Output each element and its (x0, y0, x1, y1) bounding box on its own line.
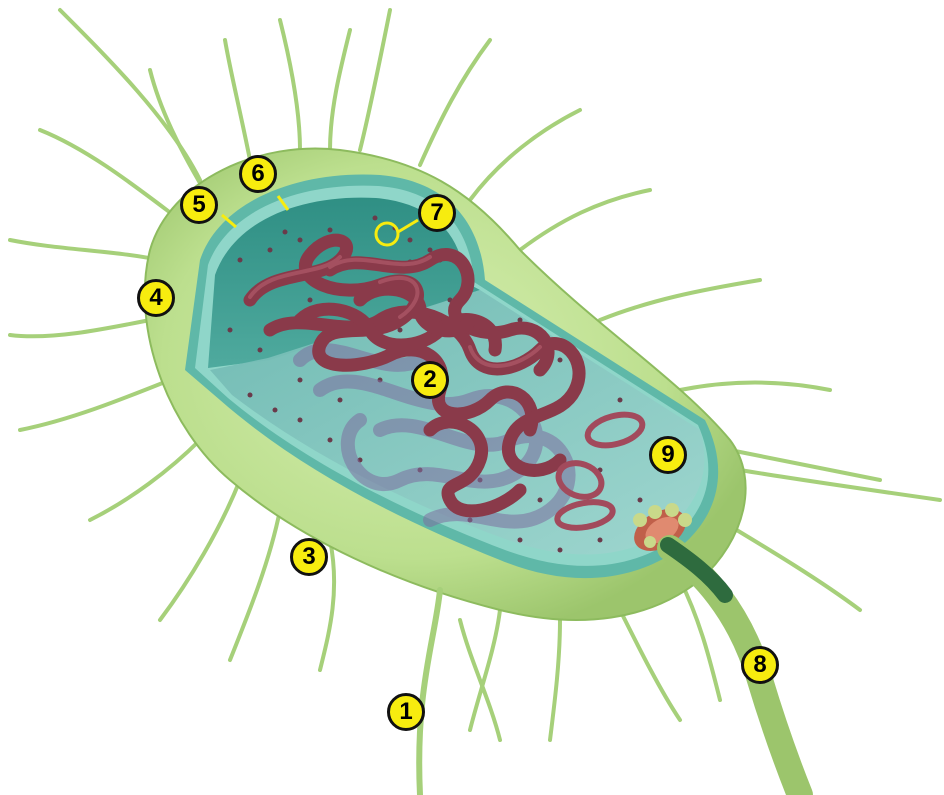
ribosome-dot (273, 408, 278, 413)
pilus (600, 280, 760, 320)
ribosome-dot (328, 228, 333, 233)
label-2: 2 (411, 361, 449, 399)
pilus (10, 320, 150, 336)
ribosome-dot (298, 378, 303, 383)
ribosome-dot (328, 438, 333, 443)
label-4: 4 (137, 279, 175, 317)
pilus (225, 40, 250, 160)
pilus (740, 470, 940, 500)
label-5: 5 (180, 186, 218, 224)
ribosome-dot (248, 393, 253, 398)
pilus (730, 450, 880, 480)
pilus (40, 130, 180, 220)
pilus (160, 480, 240, 620)
ribosome-dot (518, 538, 523, 543)
label-7: 7 (418, 194, 456, 232)
pilus (620, 610, 680, 720)
ribosome-dot (308, 298, 313, 303)
ribosome-dot (298, 238, 303, 243)
pilus (470, 110, 580, 200)
pilus (60, 10, 200, 180)
pilus (360, 10, 390, 150)
pilus (280, 20, 300, 150)
pilus (720, 520, 860, 610)
pilus (10, 240, 160, 260)
ribosome-dot (283, 230, 288, 235)
ribosome-dot (373, 216, 378, 221)
pilus (680, 383, 830, 391)
ribosome-dot (408, 238, 413, 243)
pilus (520, 190, 650, 250)
pilus (420, 40, 490, 165)
pilus (550, 620, 560, 740)
pilus (20, 380, 170, 430)
pilus (90, 440, 200, 520)
label-6: 6 (239, 155, 277, 193)
ribosome-dot (618, 398, 623, 403)
ribosome-dot (258, 348, 263, 353)
ribosome-dot (338, 398, 343, 403)
label-9: 9 (649, 436, 687, 474)
ribosome-dot (238, 258, 243, 263)
label-8: 8 (741, 646, 779, 684)
ribosome-dot (638, 498, 643, 503)
pilus-long (419, 590, 440, 795)
pilus (230, 510, 280, 660)
label-3: 3 (290, 538, 328, 576)
ribosome-dot (598, 538, 603, 543)
ribosome-dot (298, 418, 303, 423)
ribosome-dot (538, 498, 543, 503)
label-1: 1 (387, 693, 425, 731)
ribosome-dot (558, 358, 563, 363)
pilus (330, 30, 350, 150)
ribosome-dot (228, 328, 233, 333)
ribosome-dot (268, 248, 273, 253)
ribosome-dot (558, 548, 563, 553)
